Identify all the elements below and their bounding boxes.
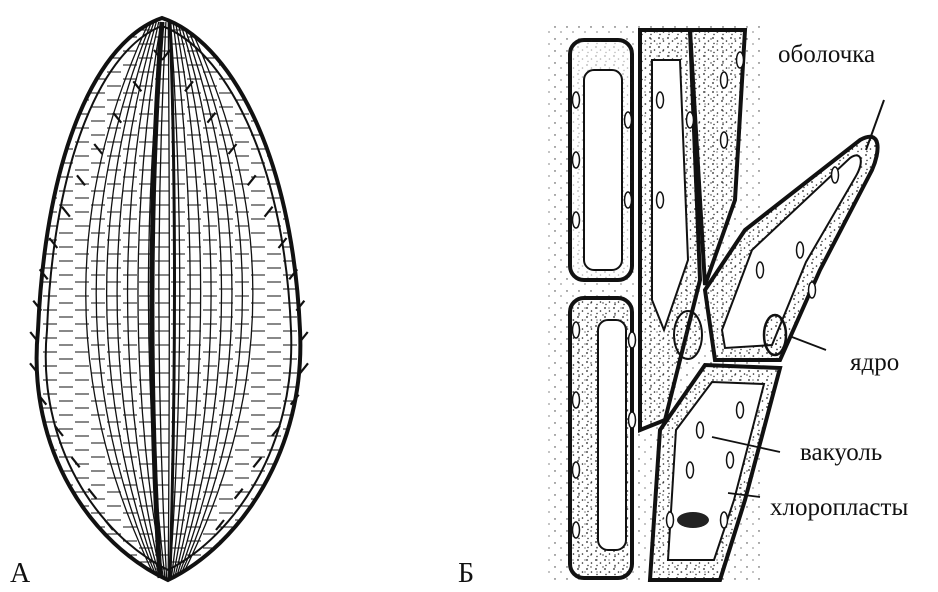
label-chloroplasts: хлоропласты	[770, 495, 908, 520]
panel-letter-a: А	[10, 560, 30, 588]
label-cell-wall: оболочка	[778, 42, 875, 67]
label-nucleus: ядро	[850, 350, 899, 375]
label-vacuole: вакуоль	[800, 440, 882, 465]
panel-letter-b: Б	[458, 560, 474, 588]
moss-leaf-drawing	[30, 18, 308, 580]
